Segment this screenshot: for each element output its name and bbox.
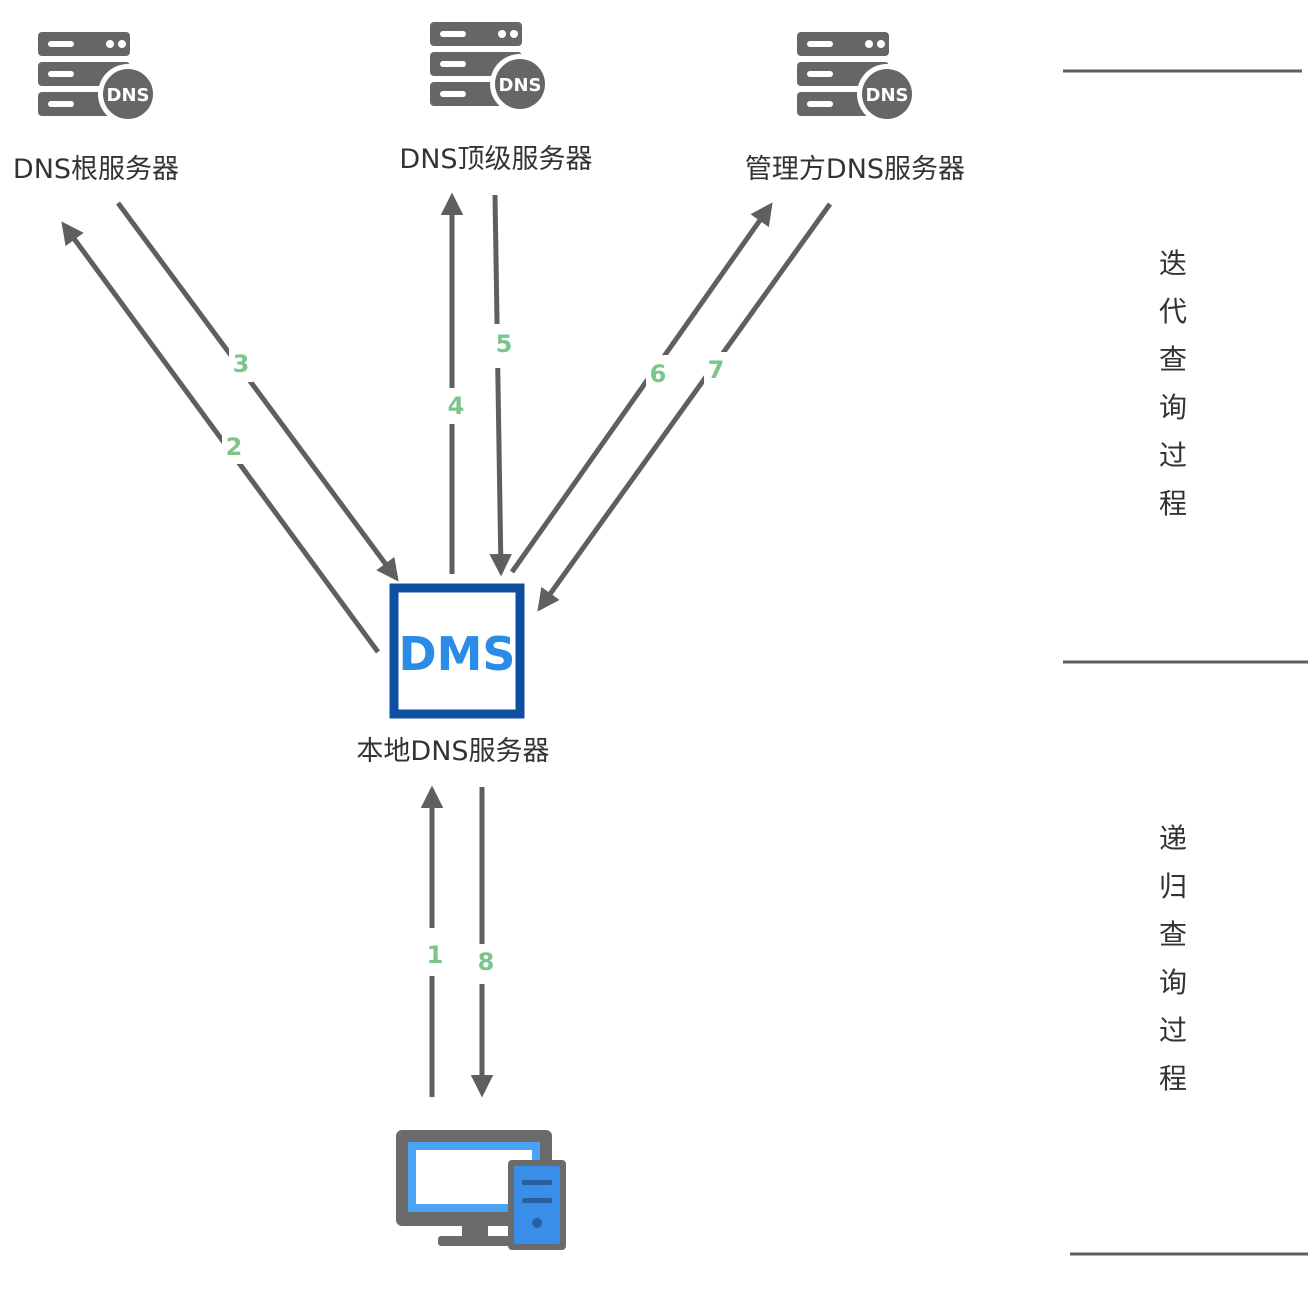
tld-server-icon: DNS xyxy=(430,22,550,114)
iterative-query-label: 迭 代 查 询 过 程 xyxy=(1158,247,1187,520)
root-server-badge: DNS xyxy=(107,85,150,106)
root-server-icon: DNS xyxy=(38,32,158,124)
step-label-3: 3 xyxy=(233,350,250,378)
step-label-5: 5 xyxy=(496,330,513,358)
client-computer-icon xyxy=(396,1130,566,1250)
arrow-6 xyxy=(509,202,773,574)
step-label-4: 4 xyxy=(448,392,465,420)
recursive-query-label: 递 归 查 询 过 程 xyxy=(1158,822,1187,1095)
tld-server-label: DNS顶级服务器 xyxy=(399,144,592,175)
step-label-1: 1 xyxy=(427,941,444,969)
step-label-8: 8 xyxy=(478,948,495,976)
step-label-7: 7 xyxy=(708,356,725,384)
arrow-2 xyxy=(61,221,381,654)
arrow-7 xyxy=(537,202,833,612)
local-dns-server-icon: DMS xyxy=(389,583,525,719)
auth-server-badge: DNS xyxy=(866,85,909,106)
root-server-label: DNS根服务器 xyxy=(13,154,179,185)
arrow-5 xyxy=(489,194,512,577)
arrow-3 xyxy=(115,201,399,582)
auth-server-icon: DNS xyxy=(797,32,917,124)
step-label-2: 2 xyxy=(226,433,243,461)
auth-server-label: 管理方DNS服务器 xyxy=(745,154,965,185)
tld-server-badge: DNS xyxy=(499,75,542,96)
step-label-6: 6 xyxy=(650,360,667,388)
local-dns-badge: DMS xyxy=(398,627,515,681)
local-dns-label: 本地DNS服务器 xyxy=(356,736,549,767)
